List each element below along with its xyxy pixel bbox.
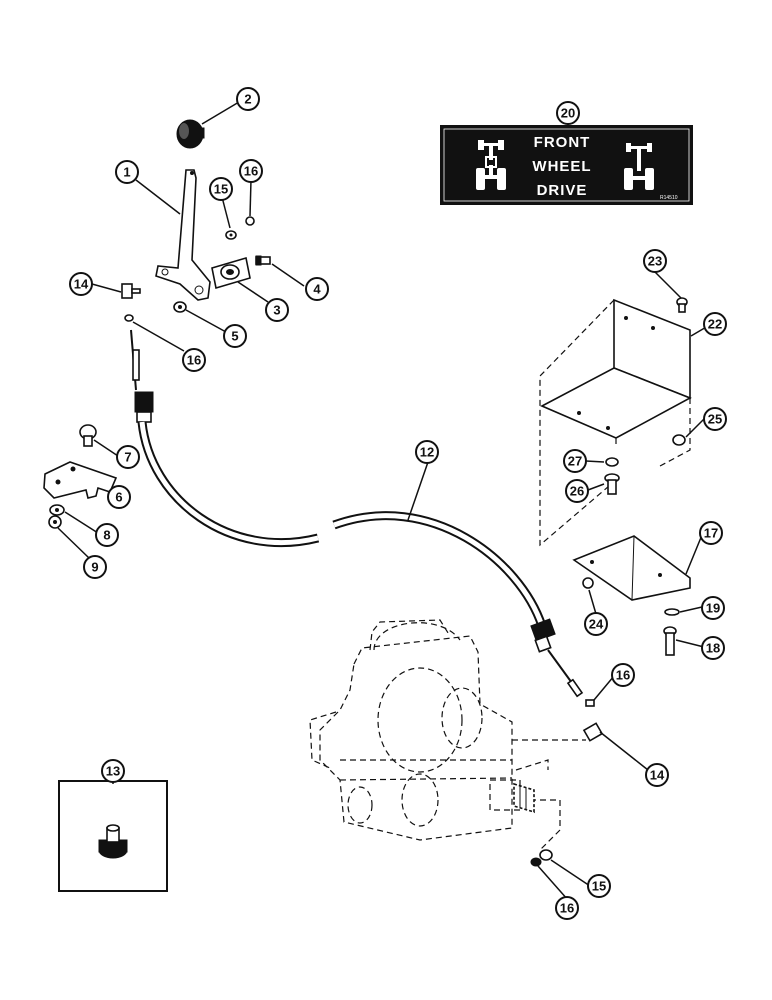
callout-2: 2 [236, 87, 260, 111]
callout-26: 26 [565, 479, 589, 503]
callout-24: 24 [584, 612, 608, 636]
svg-text:24: 24 [589, 617, 604, 632]
callout-20: 20 [556, 101, 580, 125]
clevis-pin-14-upper [121, 283, 141, 299]
svg-text:16: 16 [244, 164, 258, 179]
callout-14-upper: 14 [69, 272, 93, 296]
callout-22: 22 [703, 312, 727, 336]
svg-text:4: 4 [313, 282, 321, 297]
clip-16-cable-end [585, 699, 595, 707]
mounting-bracket-22 [539, 298, 692, 547]
decal-line-drive: DRIVE [537, 182, 588, 199]
nut-15-lower [539, 849, 553, 861]
bolt-26 [604, 473, 620, 495]
callout-17: 17 [699, 521, 723, 545]
callout-14-lower: 14 [645, 763, 669, 787]
callout-12: 12 [415, 440, 439, 464]
svg-text:6: 6 [115, 490, 122, 505]
svg-text:15: 15 [214, 182, 228, 197]
pivot-bracket [211, 256, 251, 290]
svg-text:23: 23 [648, 254, 662, 269]
svg-text:1: 1 [123, 165, 130, 180]
svg-text:12: 12 [420, 445, 434, 460]
cable-clamp-plate [43, 461, 118, 499]
washer-8 [49, 504, 65, 516]
svg-text:25: 25 [708, 412, 722, 427]
callout-27: 27 [563, 449, 587, 473]
two-wheel-tractor-icon [624, 143, 654, 190]
callout-4: 4 [305, 277, 329, 301]
callout-16-lower: 16 [555, 896, 579, 920]
decal-line-front: FRONT [534, 134, 591, 151]
svg-text:14: 14 [650, 768, 665, 783]
callout-3: 3 [265, 298, 289, 322]
four-wheel-tractor-icon [476, 140, 506, 190]
inset-panel-13 [58, 780, 168, 892]
mounting-bracket-17 [572, 535, 691, 601]
nut-15-top [225, 230, 237, 240]
svg-text:9: 9 [91, 560, 98, 575]
svg-text:22: 22 [708, 317, 722, 332]
leader-lines [57, 101, 709, 901]
svg-text:8: 8 [103, 528, 110, 543]
decal-code: R14510 [660, 195, 678, 201]
callout-16-upper: 16 [182, 348, 206, 372]
svg-text:3: 3 [273, 303, 280, 318]
transfer-case [309, 619, 586, 851]
svg-text:13: 13 [106, 764, 120, 779]
front-wheel-drive-decal: FRONT WHEEL DRIVE R14510 [440, 125, 693, 205]
nut-25 [672, 434, 686, 446]
bolt-4 [255, 255, 271, 266]
shift-lever [155, 169, 211, 301]
svg-text:16: 16 [560, 901, 574, 916]
nut-16-top [245, 216, 255, 226]
svg-text:20: 20 [561, 106, 575, 121]
nut-9 [48, 515, 62, 529]
callout-7: 7 [116, 445, 140, 469]
callout-16-top: 16 [239, 159, 263, 183]
svg-text:2: 2 [244, 92, 251, 107]
shift-knob [176, 119, 205, 149]
callout-19: 19 [701, 596, 725, 620]
svg-text:5: 5 [231, 329, 238, 344]
svg-text:18: 18 [706, 641, 720, 656]
callout-9: 9 [83, 555, 107, 579]
svg-text:7: 7 [124, 450, 131, 465]
svg-text:15: 15 [592, 879, 606, 894]
callout-8: 8 [95, 523, 119, 547]
callout-23: 23 [643, 249, 667, 273]
callout-13: 13 [101, 759, 125, 783]
svg-text:27: 27 [568, 454, 582, 469]
callout-18: 18 [701, 636, 725, 660]
svg-text:17: 17 [704, 526, 718, 541]
callout-5: 5 [223, 324, 247, 348]
callout-25: 25 [703, 407, 727, 431]
svg-text:16: 16 [187, 353, 201, 368]
washer-27 [605, 457, 619, 467]
svg-text:14: 14 [74, 277, 89, 292]
callout-16-cable-end: 16 [611, 663, 635, 687]
decal-line-wheel: WHEEL [532, 158, 591, 175]
bolt-23 [676, 297, 688, 313]
svg-text:19: 19 [706, 601, 720, 616]
callout-6: 6 [107, 485, 131, 509]
control-cable [130, 329, 584, 698]
bolt-18 [663, 626, 677, 656]
svg-text:26: 26 [570, 484, 584, 499]
svg-text:16: 16 [616, 668, 630, 683]
clevis-pin-14-lower [582, 722, 604, 742]
clip-16-upper [124, 314, 134, 322]
nut-24 [582, 577, 594, 589]
nut-16-lower [530, 857, 542, 867]
washer-19 [664, 608, 680, 616]
callout-15-lower: 15 [587, 874, 611, 898]
nut-5 [173, 301, 187, 313]
callout-15-upper: 15 [209, 177, 233, 201]
bolt-7 [79, 424, 97, 447]
callout-1: 1 [115, 160, 139, 184]
